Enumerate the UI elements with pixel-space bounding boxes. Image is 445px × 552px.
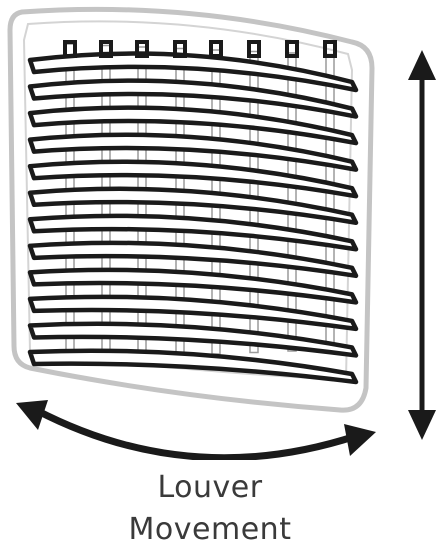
slat-tab: [135, 40, 149, 58]
slat-tab: [173, 40, 187, 58]
louver: [27, 321, 359, 358]
louver: [27, 294, 359, 332]
louver: [27, 132, 359, 172]
slat-tab: [99, 40, 113, 58]
caption-line-2: Movement: [128, 512, 292, 547]
slat-tab: [209, 40, 223, 58]
vertical-movement-arrow: [408, 50, 436, 440]
louver: [27, 267, 359, 305]
louver: [27, 240, 359, 279]
louver: [27, 186, 359, 225]
vertical-slat: [325, 53, 335, 351]
slat-tab: [285, 40, 299, 58]
louver: [27, 105, 359, 146]
louver-diagram: [7, 6, 436, 460]
vent-frame-outer: [7, 6, 375, 413]
louver: [27, 159, 359, 199]
louvers: [27, 40, 359, 385]
louver: [27, 213, 359, 252]
caption-line-1: Louver: [157, 470, 263, 505]
slat-tab: [247, 40, 261, 58]
horizontal-movement-arrow: [16, 400, 376, 460]
slat-tab: [323, 40, 337, 58]
louver: [27, 348, 359, 385]
slat-tab: [63, 40, 77, 58]
louver: [27, 78, 359, 119]
